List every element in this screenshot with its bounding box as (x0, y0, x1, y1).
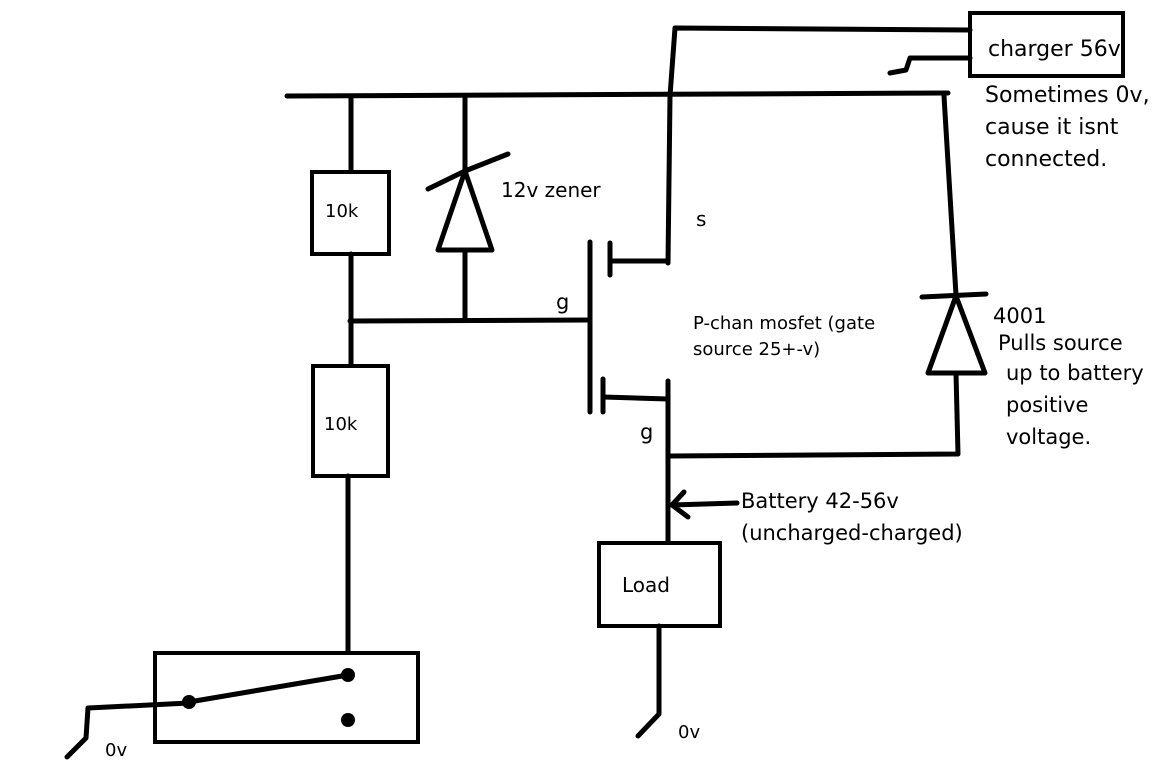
zener-label: 12v zener (501, 178, 601, 202)
switch-box (153, 651, 420, 744)
switch-contact-bottom (341, 713, 355, 727)
resistor-bottom (311, 364, 390, 478)
drain-pin-label: g (640, 420, 654, 444)
diode-note-line-4: voltage. (1006, 425, 1092, 449)
mosfet-label-line-2: source 25+-v) (693, 339, 821, 360)
switch-ground-wire (64, 700, 192, 760)
resistor-top (310, 170, 391, 256)
battery-label-line-2: (uncharged-charged) (741, 521, 963, 545)
diode-note-line-2: up to battery (1006, 361, 1144, 385)
diode-note-line-1: Pulls source (998, 331, 1123, 355)
charger-feed-wire (665, 25, 973, 266)
charger-note-line-1: Sometimes 0v, (985, 83, 1150, 108)
source-pin-label: s (696, 207, 707, 231)
gate-pin-label: g (556, 290, 570, 314)
resistor-bottom-label: 10k (324, 414, 358, 435)
mosfet-label-line-1: P-chan mosfet (gate (693, 313, 876, 334)
mosfet-drain-lead (600, 378, 671, 402)
switch-lever (186, 672, 351, 705)
charger-box (968, 11, 1125, 78)
diode-part-label: 4001 (993, 304, 1047, 328)
top-rail-wire (284, 90, 951, 99)
diode-body (925, 293, 988, 376)
charger-ground-wire (887, 55, 973, 76)
charger-label: charger 56v (988, 37, 1121, 62)
charger-note-line-3: connected. (985, 147, 1108, 172)
diode-top-wire (941, 93, 959, 298)
resistor-top-label: 10k (325, 201, 359, 222)
charger-note-line-2: cause it isnt (985, 115, 1119, 140)
load-ground-wire (635, 623, 662, 739)
battery-label-line-1: Battery 42-56v (741, 489, 899, 513)
diode-note-line-3: positive (1006, 393, 1089, 417)
ground-left-label: 0v (105, 740, 128, 761)
ground-right-label: 0v (678, 722, 701, 743)
battery-arrow (669, 489, 740, 520)
load-label: Load (622, 573, 670, 597)
diode-bottom-wire (667, 370, 961, 459)
gate-wire (347, 317, 593, 324)
